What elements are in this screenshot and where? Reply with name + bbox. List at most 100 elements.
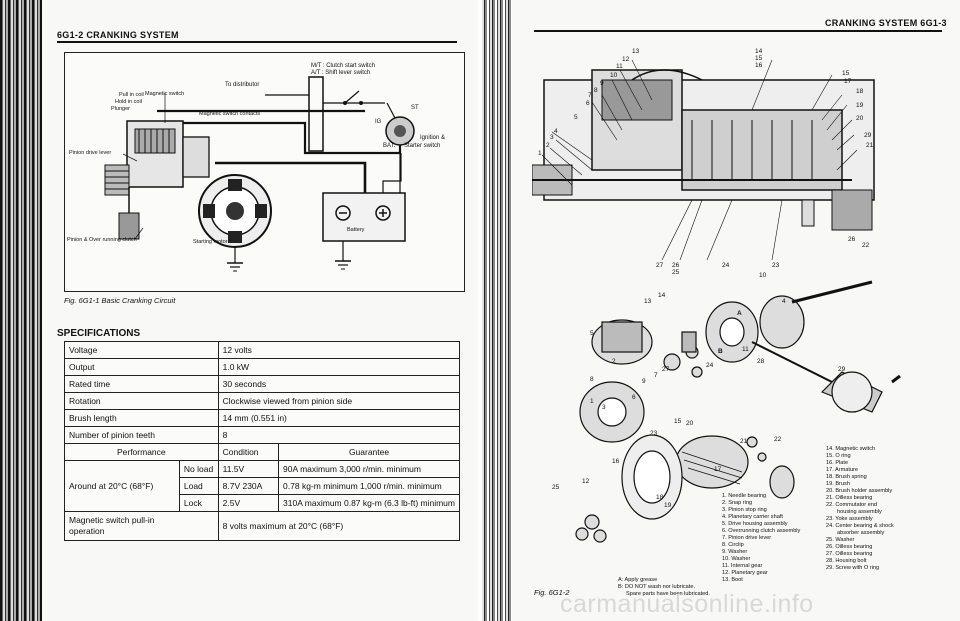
callout: 3 (602, 404, 606, 411)
callout: 26 25 (672, 262, 680, 276)
starting-motor-label: Starting motor (193, 239, 228, 245)
callout: 13 (632, 48, 640, 55)
performance-guarantee: 0.78 kg-m minimum 1,000 r/min. minimum (278, 477, 460, 495)
legend-item: 9. Washer (722, 549, 748, 555)
spec-value: 8 (217, 426, 461, 444)
callout: 19 (664, 502, 672, 509)
legend-item: 8. Circlip (722, 542, 744, 548)
callout: 12 (622, 56, 630, 63)
callout: 21 (866, 142, 874, 149)
callout: 18 (656, 494, 664, 501)
pinion-drive-lever-label: Pinion drive lever (69, 150, 112, 156)
spec-label: Number of pinion teeth (64, 426, 219, 444)
legend-item: 25. Washer (826, 537, 855, 543)
callout: 8 (594, 87, 598, 94)
callout: 22 (862, 242, 870, 249)
spec-value: 30 seconds (217, 375, 461, 393)
legend-item: 23. Yoke assembly (826, 516, 873, 522)
legend-item: 29. Screw with O ring (826, 565, 880, 571)
legend-item: 19. Brush (826, 481, 850, 487)
callout: 14 (658, 292, 666, 299)
callout: 4 (554, 128, 558, 135)
performance-state: No load (178, 460, 219, 478)
legend-item: 15. O ring (826, 453, 851, 459)
performance-header-row: Performance Condition Guarantee (64, 443, 460, 461)
callout: 8 (590, 376, 594, 383)
cranking-circuit-figure: M/T : Clutch start switch A/T : Shift le… (64, 52, 465, 292)
callout: 10 (610, 72, 618, 79)
performance-row-no-load: Around at 20°C (68°F) No load 11.5V 90A … (64, 460, 460, 512)
spec-value: 14 mm (0.551 in) (217, 409, 461, 427)
callout: 10 (759, 272, 767, 279)
right-page-header: CRANKING SYSTEM 6G1-3 (825, 18, 947, 28)
legend-item: 4. Planetary carrier shaft (722, 514, 783, 520)
callout: 16 (612, 458, 620, 465)
magnetic-switch-label: Magnetic switch (145, 91, 185, 97)
callout: 1 (538, 150, 542, 157)
performance-row-load: Load 8.7V 230A 0.78 kg-m minimum 1,000 r… (65, 477, 460, 495)
guarantee-header: Guarantee (278, 443, 460, 461)
performance-condition: 11.5V (217, 460, 280, 478)
legend-item: 28. Housing bolt (826, 558, 867, 564)
callout: 3 (550, 134, 554, 141)
ignition-label: Ignition & (420, 135, 446, 141)
callout: 25 (552, 484, 560, 491)
callout: 28 (757, 358, 765, 365)
legend-item: 10. Washer (722, 556, 751, 562)
pull-in-value: 8 volts maximum at 20°C (68°F) (217, 511, 461, 541)
callout: 12 (582, 478, 590, 485)
callout: 6 (586, 100, 590, 107)
spec-label: Output (64, 358, 219, 376)
callout: 18 (856, 88, 864, 95)
callout: 2 (612, 358, 616, 365)
pull-in-coil-label: Pull in coil (119, 92, 144, 98)
legend-item: 17. Armature (826, 467, 859, 473)
legend-item: 21. Oilless bearing (826, 495, 873, 501)
callout: 14 15 16 (755, 48, 763, 69)
right-page: CRANKING SYSTEM 6G1-3 13 12 11 10 14 15 … (482, 0, 960, 621)
starter-switch-label: Starter switch (404, 143, 441, 149)
performance-state: Load (178, 477, 219, 495)
left-page-header: 6G1-2 CRANKING SYSTEM (57, 30, 179, 40)
legend-item: 26. Oilless bearing (826, 544, 873, 550)
left-binding-edge (0, 0, 42, 621)
watermark: carmanualsonline.info (560, 590, 814, 618)
callout: 27 (656, 262, 664, 269)
callout: 13 (644, 298, 652, 305)
callout: 20 (856, 115, 864, 122)
cranking-circuit-diagram (104, 76, 415, 272)
marker-a: A (737, 310, 742, 317)
to-distributor-label: To distributor (225, 82, 260, 88)
callout: 24 (722, 262, 730, 269)
grease-notes: A: Apply grease B: DO NOT wash nor lubri… (618, 577, 710, 598)
legend-item: 6. Overrunning clutch assembly (722, 528, 801, 534)
callout: 29 (864, 132, 872, 139)
callout: 7 (654, 372, 658, 379)
st-terminal-label: ST (411, 105, 419, 111)
spec-label: Rated time (64, 375, 219, 393)
callout: 17 (714, 466, 722, 473)
performance-row-lock: Lock 2.5V 310A maximum 0.87 kg-m (6.3 lb… (65, 494, 460, 512)
callout: 7 (588, 92, 592, 99)
spec-label: Voltage (64, 341, 219, 359)
callout: 4 (782, 298, 786, 305)
callout: 24 (706, 362, 714, 369)
legend-item: housing assembly (837, 509, 882, 515)
note-b-cont: Spare parts have been lubricated. (626, 591, 710, 597)
legend-item: absorber assembly (837, 530, 885, 536)
figure-caption-left: Fig. 6G1-1 Basic Cranking Circuit (64, 296, 176, 305)
legend-item: 20. Brush holder assembly (826, 488, 893, 494)
legend-item: 7. Pinion drive lever (722, 535, 772, 541)
legend-item: 2. Snap ring (722, 500, 753, 506)
parts-legend-right: 14. Magnetic switch 15. O ring 16. Plate… (826, 446, 894, 572)
performance-condition: 8.7V 230A (217, 477, 280, 495)
ig-terminal-label: IG (375, 119, 382, 125)
legend-item: 12. Planetary gear (722, 570, 768, 576)
callout: 11 (742, 346, 749, 353)
